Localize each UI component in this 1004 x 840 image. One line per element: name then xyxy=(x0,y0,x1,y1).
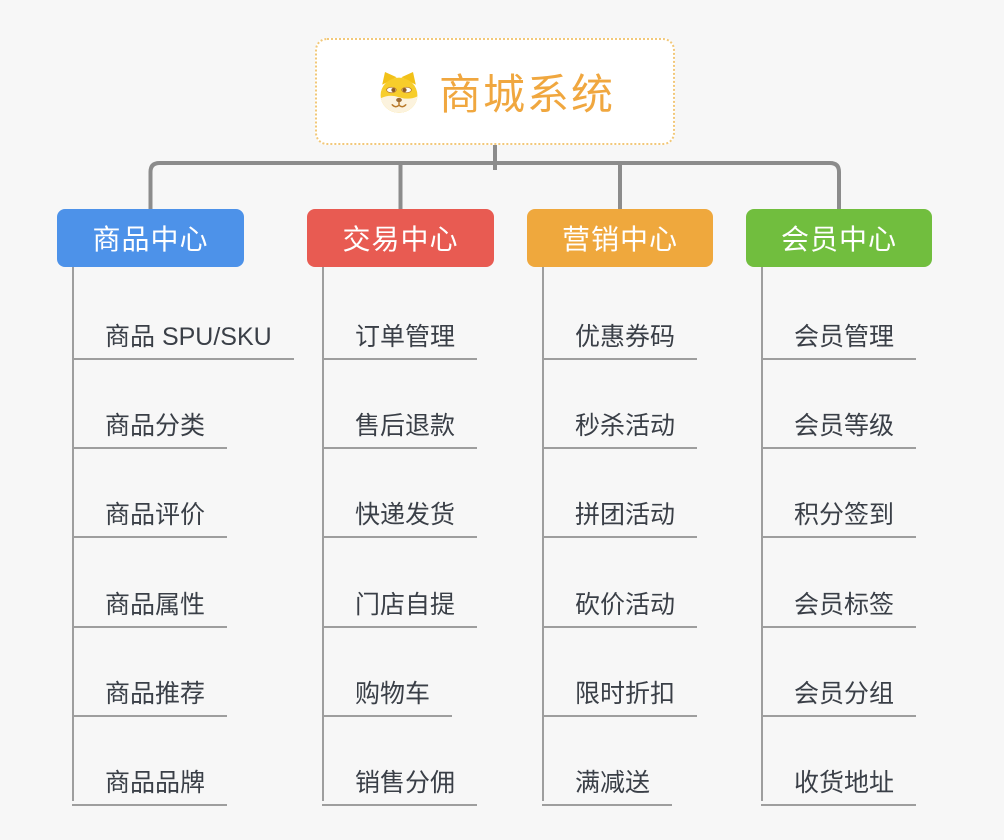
leaf-node[interactable]: 商品 SPU/SKU xyxy=(72,317,294,360)
branch-label: 商品中心 xyxy=(92,224,209,255)
branch-label: 交易中心 xyxy=(342,224,459,255)
branch-label: 营销中心 xyxy=(561,224,678,255)
dog-face-icon xyxy=(380,71,418,113)
leaf-node[interactable]: 拼团活动 xyxy=(542,495,698,538)
branch-label: 会员中心 xyxy=(780,224,897,255)
leaf-node[interactable]: 满减送 xyxy=(542,763,673,806)
leaf-node[interactable]: 会员分组 xyxy=(761,674,917,717)
branch-group-product-center: 商品 SPU/SKU 商品分类 商品评价 商品属性 商品推荐 商品品牌 xyxy=(57,210,317,820)
branch-spine xyxy=(322,267,324,801)
leaf-node[interactable]: 销售分佣 xyxy=(322,763,478,806)
leaf-node[interactable]: 商品评价 xyxy=(72,495,228,538)
branch-node-product-center[interactable]: 商品中心 xyxy=(57,209,244,267)
leaf-node[interactable]: 限时折扣 xyxy=(542,674,698,717)
leaf-node[interactable]: 商品品牌 xyxy=(72,763,228,806)
leaf-node[interactable]: 售后退款 xyxy=(322,406,478,449)
branch-node-member-center[interactable]: 会员中心 xyxy=(746,209,932,267)
leaf-node[interactable]: 门店自提 xyxy=(322,585,478,628)
branch-spine xyxy=(72,267,74,801)
leaf-node[interactable]: 订单管理 xyxy=(322,317,478,360)
root-node-mall-system[interactable]: 商城系统 xyxy=(315,38,675,145)
leaf-node[interactable]: 优惠券码 xyxy=(542,317,698,360)
leaf-node[interactable]: 积分签到 xyxy=(761,495,917,538)
leaf-node[interactable]: 商品推荐 xyxy=(72,674,228,717)
root-title: 商城系统 xyxy=(438,71,615,118)
branch-group-marketing-center: 优惠券码 秒杀活动 拼团活动 砍价活动 限时折扣 满减送 xyxy=(527,210,787,820)
branch-spine xyxy=(542,267,544,801)
leaf-node[interactable]: 收货地址 xyxy=(761,763,917,806)
branch-node-marketing-center[interactable]: 营销中心 xyxy=(527,209,713,267)
leaf-node[interactable]: 商品分类 xyxy=(72,406,228,449)
branch-node-trade-center[interactable]: 交易中心 xyxy=(307,209,494,267)
leaf-node[interactable]: 会员标签 xyxy=(761,585,917,628)
leaf-node[interactable]: 会员等级 xyxy=(761,406,917,449)
leaf-node[interactable]: 会员管理 xyxy=(761,317,917,360)
leaf-node[interactable]: 购物车 xyxy=(322,674,453,717)
branch-group-trade-center: 订单管理 售后退款 快递发货 门店自提 购物车 销售分佣 xyxy=(307,210,567,820)
leaf-node[interactable]: 快递发货 xyxy=(322,495,478,538)
leaf-node[interactable]: 砍价活动 xyxy=(542,585,698,628)
branch-group-member-center: 会员管理 会员等级 积分签到 会员标签 会员分组 收货地址 xyxy=(746,210,1004,820)
leaf-node[interactable]: 秒杀活动 xyxy=(542,406,698,449)
leaf-node[interactable]: 商品属性 xyxy=(72,585,228,628)
branch-spine xyxy=(761,267,763,801)
